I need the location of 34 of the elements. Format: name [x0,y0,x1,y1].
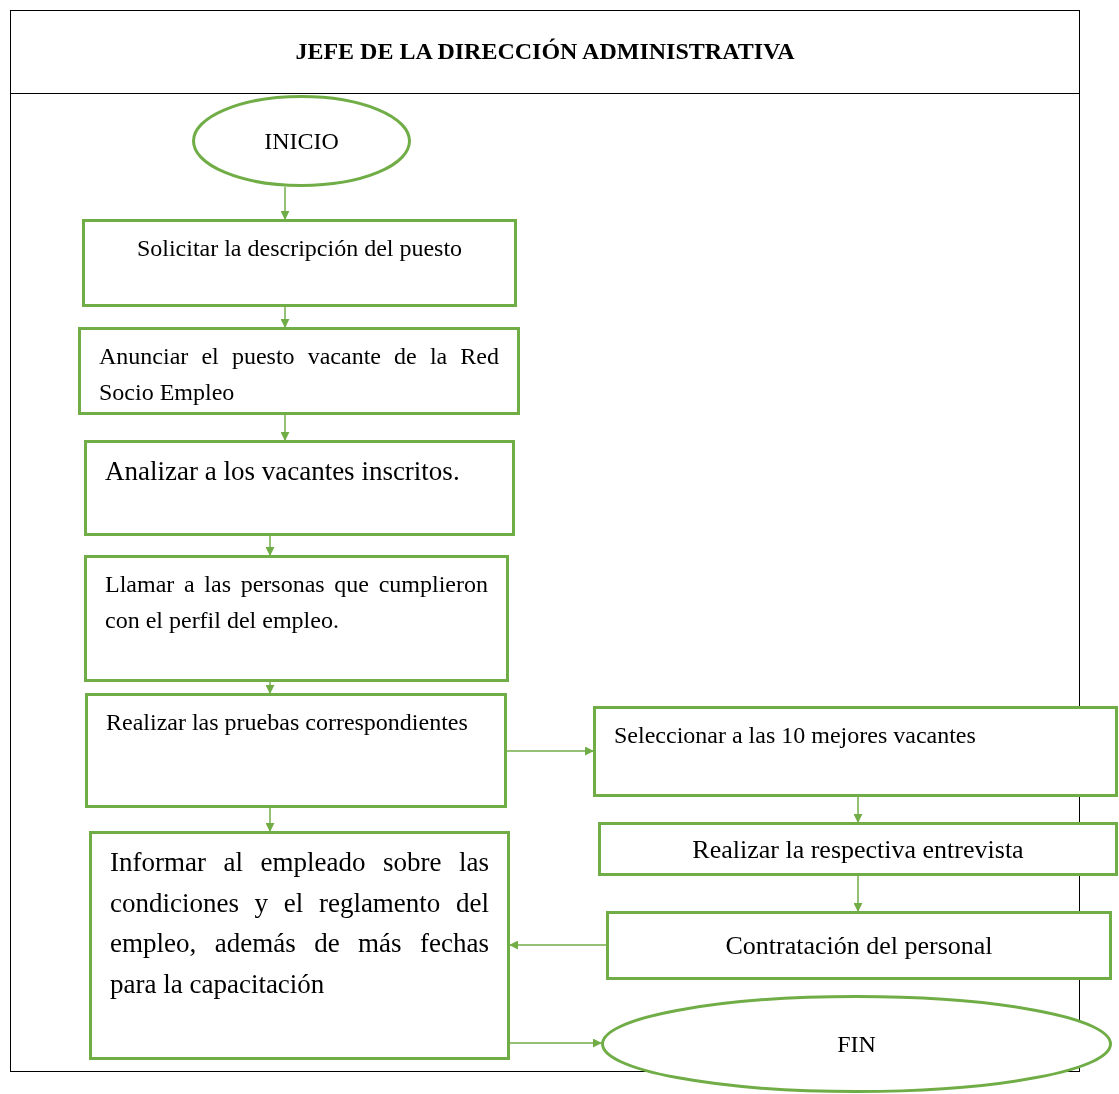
arrow [509,940,607,950]
process-box [89,831,510,1060]
process-box [82,219,517,307]
arrow [280,306,290,328]
arrow [853,796,863,823]
arrow [280,414,290,441]
step-text: Realizar las pruebas correspondientes [106,708,469,737]
step-text: Analizar a los vacantes inscritos. [105,455,461,488]
arrow [509,1038,602,1048]
arrow [265,681,275,694]
step-text: Informar al empleado sobre las condiciones y el reglamento del empleo, además de más fechas para la capacitación [110,846,489,1001]
step-text: Llamar a las personas que cumplieron con el perfil del empleo. [105,570,488,635]
step-text: Solicitar la descripción del puesto [135,234,464,263]
terminal-ellipse [192,95,411,187]
process-box [593,706,1118,797]
arrow [506,746,594,756]
terminal-ellipse [601,995,1112,1093]
process-box [78,327,520,415]
step-text: Realizar la respectiva entrevista [691,833,1025,866]
step-text: Anunciar el puesto vacante de la Red Socio Empleo [99,342,499,407]
process-box [84,440,515,536]
header-title: JEFE DE LA DIRECCIÓN ADMINISTRATIVA [294,37,796,66]
step-text: Seleccionar a las 10 mejores vacantes [614,721,977,750]
process-box [84,555,509,682]
process-box [598,822,1118,876]
step-text: FIN [836,1030,877,1059]
arrow [265,807,275,832]
arrow [265,535,275,556]
step-text: INICIO [263,127,340,156]
arrow [280,186,290,220]
step-text: Contratación del personal [724,930,994,962]
process-box [606,911,1112,980]
process-box [85,693,507,808]
arrow [853,875,863,912]
